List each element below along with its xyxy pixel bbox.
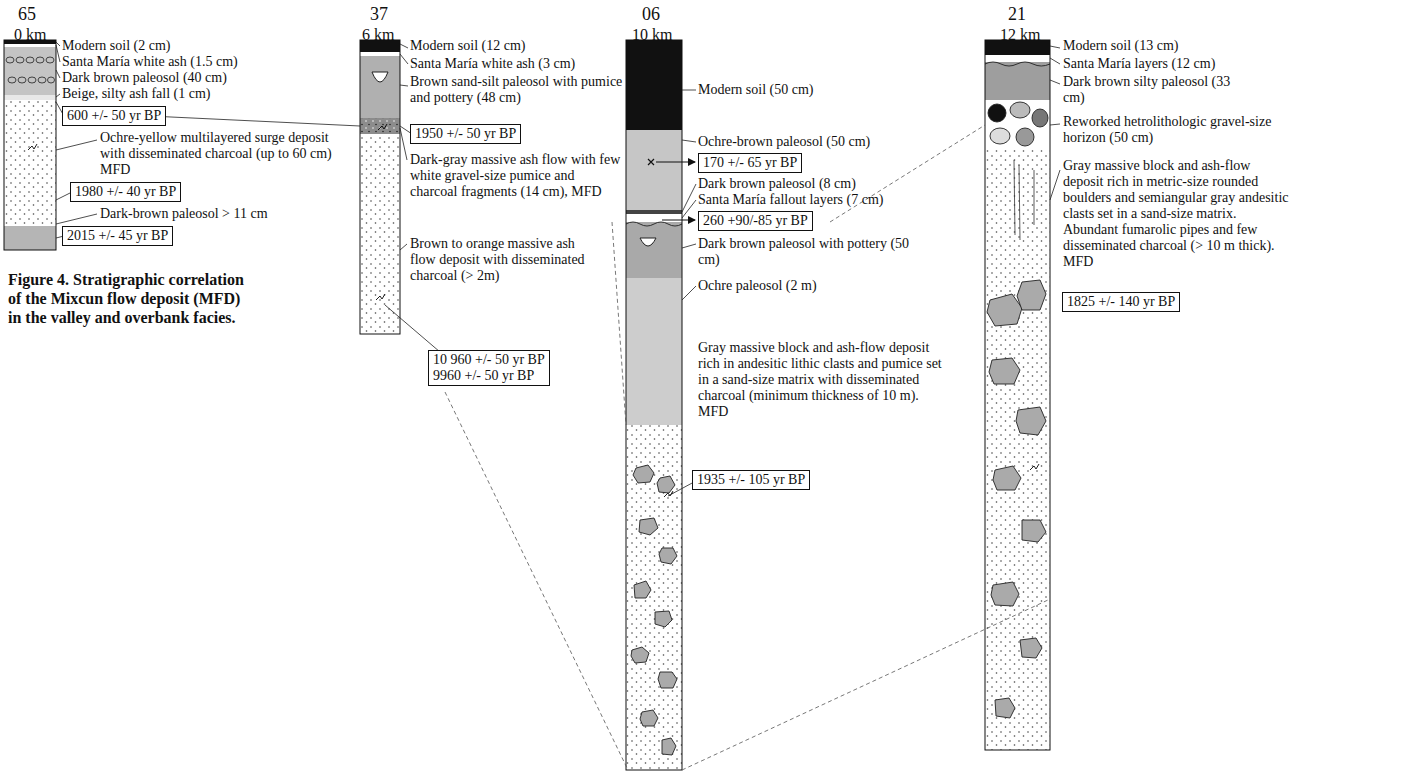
date-box: 170 +/- 65 yr BP bbox=[698, 153, 802, 173]
date-text: 1825 +/- 140 yr BP bbox=[1067, 294, 1175, 310]
layer-label: Dark brown paleosol (40 cm) bbox=[62, 70, 227, 86]
distance-label: 12 km bbox=[1000, 26, 1040, 44]
column-21 bbox=[985, 40, 1060, 750]
date-text: 1980 +/- 40 yr BP bbox=[75, 184, 176, 200]
date-box: 260 +90/-85 yr BP bbox=[698, 211, 813, 231]
distance-label: 10 km bbox=[632, 26, 672, 44]
layer-label: Dark-brown paleosol > 11 cm bbox=[100, 206, 268, 222]
section-number: 06 bbox=[642, 4, 660, 24]
section-number: 21 bbox=[1008, 4, 1026, 24]
figure-caption: Figure 4. Stratigraphic correlation of t… bbox=[8, 270, 256, 327]
correlation-lines bbox=[445, 125, 1048, 770]
layer-label: Beige, silty ash fall (1 cm) bbox=[62, 86, 211, 102]
section-number: 37 bbox=[370, 4, 388, 24]
date-text: 600 +/- 50 yr BP bbox=[67, 108, 161, 124]
layer-label: Dark brown paleosol with pottery (50 cm) bbox=[698, 236, 928, 268]
layer-label: Dark-gray massive ash flow with few whit… bbox=[410, 152, 625, 200]
layer-label: Santa María layers (12 cm) bbox=[1063, 56, 1215, 72]
date-text: 1950 +/- 50 yr BP bbox=[415, 126, 516, 142]
layer-label: Brown sand-silt paleosol with pumice and… bbox=[410, 74, 625, 106]
date-box: 10 960 +/- 50 yr BP9960 +/- 50 yr BP bbox=[428, 350, 550, 386]
layer-label: Reworked hetrolithologic gravel-size hor… bbox=[1063, 114, 1283, 146]
layer-label: Ochre-yellow multilayered surge deposit … bbox=[100, 130, 335, 178]
date-text: 170 +/- 65 yr BP bbox=[703, 155, 797, 171]
layer-label: Ochre paleosol (2 m) bbox=[698, 278, 817, 294]
date-box: 2015 +/- 45 yr BP bbox=[62, 226, 173, 246]
layer-label: Brown to orange massive ash flow deposit… bbox=[410, 236, 600, 284]
date-box: 600 +/- 50 yr BP bbox=[62, 106, 166, 126]
column-65 bbox=[4, 40, 360, 250]
date-text: 10 960 +/- 50 yr BP bbox=[433, 352, 545, 368]
date-box: 1950 +/- 50 yr BP bbox=[410, 124, 521, 144]
date-box: 1825 +/- 140 yr BP bbox=[1062, 292, 1180, 312]
date-text: 1935 +/- 105 yr BP bbox=[697, 472, 805, 488]
layer-label: Dark brown paleosol (8 cm) bbox=[698, 176, 856, 192]
layer-label: Santa María fallout layers (7 cm) bbox=[698, 192, 883, 208]
layer-label: Modern soil (13 cm) bbox=[1063, 38, 1178, 54]
layer-label: Santa María white ash (1.5 cm) bbox=[62, 54, 238, 70]
date-text: 9960 +/- 50 yr BP bbox=[433, 368, 545, 384]
date-text: 260 +90/-85 yr BP bbox=[703, 213, 808, 229]
date-box: 1935 +/- 105 yr BP bbox=[692, 470, 810, 490]
distance-label: 0 km bbox=[14, 26, 46, 44]
layer-label: Ochre-brown paleosol (50 cm) bbox=[698, 134, 870, 150]
layer-label: Dark brown silty paleosol (33 cm) bbox=[1063, 74, 1253, 106]
layer-label: Gray massive block and ash-flow deposit … bbox=[1063, 158, 1293, 270]
layer-label: Modern soil (50 cm) bbox=[698, 82, 813, 98]
layer-label: Gray massive block and ash-flow deposit … bbox=[698, 340, 948, 420]
layer-label: Santa María white ash (3 cm) bbox=[410, 56, 575, 72]
section-number: 65 bbox=[18, 4, 36, 24]
date-text: 2015 +/- 45 yr BP bbox=[67, 228, 168, 244]
distance-label: 6 km bbox=[362, 26, 394, 44]
layer-label: Modern soil (2 cm) bbox=[62, 38, 170, 54]
layer-label: Modern soil (12 cm) bbox=[410, 38, 525, 54]
column-06 bbox=[626, 40, 696, 770]
date-box: 1980 +/- 40 yr BP bbox=[70, 182, 181, 202]
